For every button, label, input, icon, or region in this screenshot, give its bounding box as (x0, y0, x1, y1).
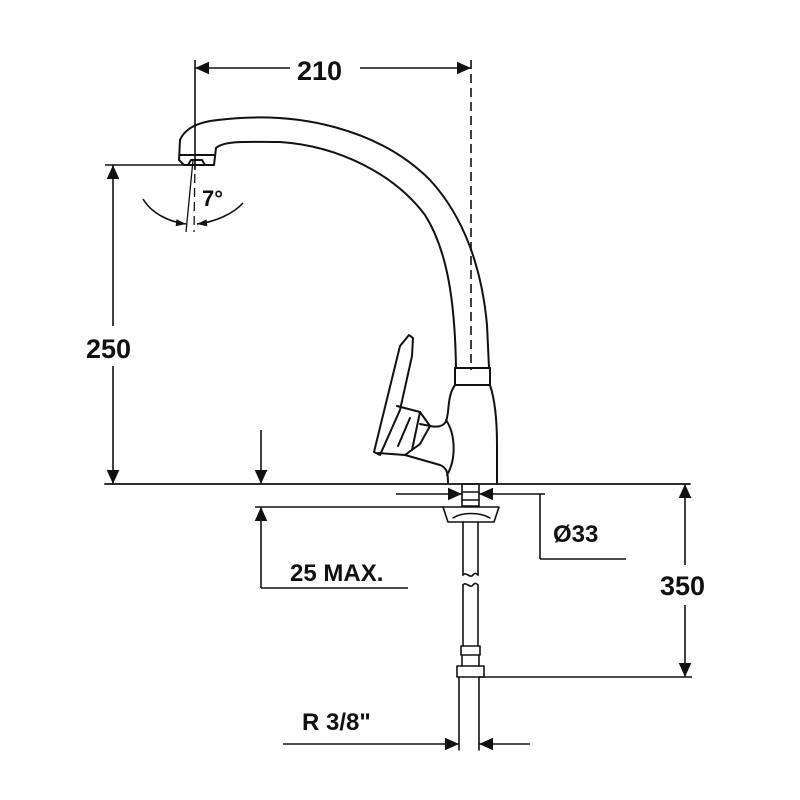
label-spout-angle: 7° (202, 186, 224, 211)
label-spout-reach: 210 (297, 56, 343, 86)
label-connection-thread: R 3/8" (302, 709, 371, 736)
label-base-diameter: Ø33 (553, 521, 599, 548)
mounting-shank (442, 483, 500, 523)
label-max-deck-thickness: 25 MAX. (290, 560, 384, 587)
dimension-spout-reach (194, 60, 472, 370)
label-spout-height: 250 (86, 334, 132, 364)
flex-hose (456, 521, 485, 751)
dimension-hose-length (479, 484, 692, 678)
faucet-spout (178, 116, 491, 386)
label-hose-length: 350 (660, 571, 706, 601)
dimension-spout-angle (142, 159, 244, 233)
dimension-deck-thickness (254, 430, 443, 589)
faucet-body (404, 384, 498, 485)
faucet-lever-handle (373, 334, 431, 456)
dimension-base-diameter (396, 487, 626, 560)
dimension-spout-height (105, 164, 190, 484)
